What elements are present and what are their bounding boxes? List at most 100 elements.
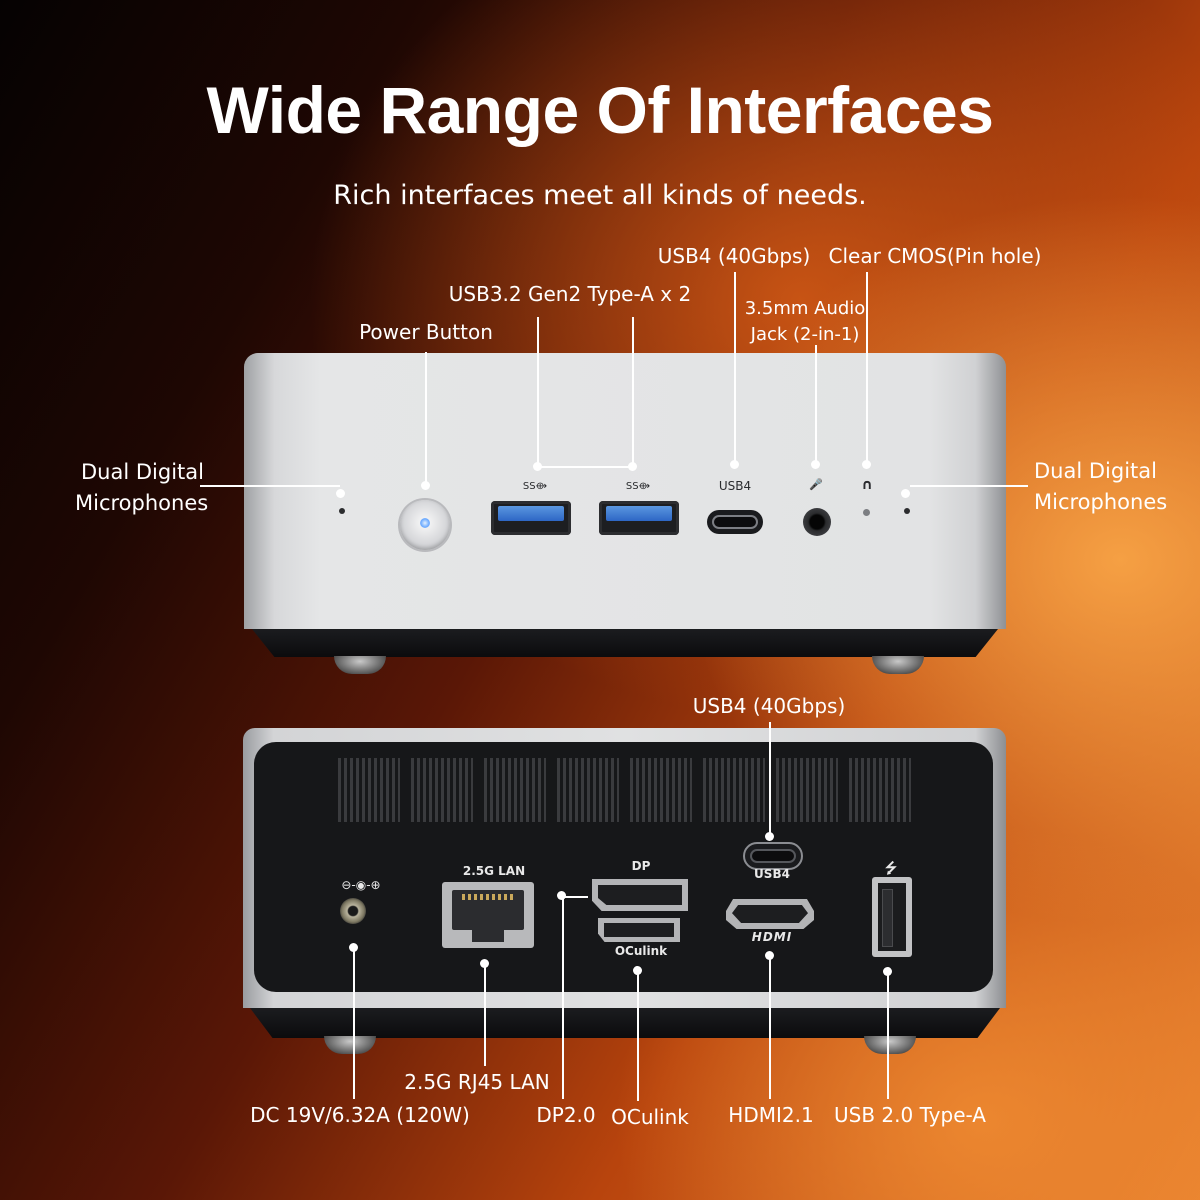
usb32-tongue-2	[606, 506, 672, 521]
dp-port[interactable]	[592, 879, 688, 911]
audio-label-line2: Jack (2-in-1)	[750, 324, 860, 345]
clear-cmos-line	[866, 272, 868, 464]
usb4-back-dot	[765, 832, 774, 841]
lan-dot	[480, 959, 489, 968]
usb4-front-port[interactable]	[707, 510, 763, 534]
dp-label: DP2.0	[536, 1103, 596, 1127]
oculink-line	[637, 971, 639, 1101]
audio-dot	[811, 460, 820, 469]
lan-label: 2.5G RJ45 LAN	[404, 1070, 550, 1094]
mic-left-line	[200, 485, 340, 487]
mic-right-hole	[904, 508, 910, 514]
dc-label: DC 19V/6.32A (120W)	[250, 1103, 470, 1127]
power-button[interactable]	[400, 500, 450, 550]
lan-port-contacts	[462, 894, 514, 900]
vent-5	[630, 758, 692, 822]
lan-port[interactable]	[442, 882, 534, 948]
hdmi-line	[769, 956, 771, 1099]
mic-icon: 🎤	[809, 478, 823, 491]
usb32-label: USB3.2 Gen2 Type-A x 2	[448, 282, 692, 306]
ss-logo-right: SS⟴	[625, 481, 651, 492]
back-foot-right	[864, 1036, 916, 1054]
usb20-label: USB 2.0 Type-A	[834, 1103, 986, 1127]
audio-label-line1: 3.5mm Audio	[744, 298, 866, 319]
power-dot	[421, 481, 430, 490]
usb32-tongue-1	[498, 506, 564, 521]
hdmi-port-inner	[732, 905, 808, 923]
audio-jack[interactable]	[803, 508, 831, 536]
clear-cmos-hole[interactable]	[863, 509, 870, 516]
usb4-back-port-inner	[750, 849, 796, 863]
usb32-port-1[interactable]	[491, 501, 571, 535]
usb32-dot-right	[628, 462, 637, 471]
usb32-line-left	[537, 317, 539, 467]
hdmi-dot	[765, 951, 774, 960]
vent-6	[703, 758, 765, 822]
oculink-label: OCulink	[611, 1105, 689, 1129]
oculink-port-inner	[604, 923, 674, 937]
dc-jack[interactable]	[340, 898, 366, 924]
vent-8	[849, 758, 911, 822]
oculink-port[interactable]	[598, 918, 680, 942]
usb4-back-label: USB4 (40Gbps)	[692, 694, 846, 718]
page-subtitle: Rich interfaces meet all kinds of needs.	[333, 180, 867, 211]
vent-1	[338, 758, 400, 822]
usb32-dot-left	[533, 462, 542, 471]
usb4-back-line	[769, 722, 771, 836]
dc-polarity-icon: ⊖-◉-⊕	[341, 878, 381, 892]
clear-cmos-dot	[862, 460, 871, 469]
usb4-back-engraving: USB4	[754, 867, 790, 881]
usb20-port[interactable]	[872, 877, 912, 957]
usb32-connector-line	[537, 466, 633, 468]
back-foot-left	[324, 1036, 376, 1054]
usb4-back-port[interactable]	[743, 842, 803, 870]
usb20-port-opening	[878, 883, 906, 951]
dp-engraving: DP	[631, 859, 651, 873]
audio-label: 3.5mm Audio Jack (2-in-1)	[745, 296, 866, 348]
mic-left-label-line1: Dual Digital	[81, 460, 204, 484]
vent-7	[776, 758, 838, 822]
mic-right-label-line1: Dual Digital	[1034, 459, 1157, 483]
front-base	[252, 629, 998, 657]
mic-left-hole	[339, 508, 345, 514]
hdmi-engraving: HDMI	[751, 930, 793, 944]
mic-right-dot	[901, 489, 910, 498]
usb20-port-tongue	[882, 889, 893, 947]
clear-cmos-label: Clear CMOS(Pin hole)	[828, 244, 1042, 268]
mic-left-dot	[336, 489, 345, 498]
usb20-line	[887, 972, 889, 1099]
usb20-dot	[883, 967, 892, 976]
vent-4	[557, 758, 619, 822]
usb-logo-icon: ⭍	[885, 861, 897, 877]
vent-3	[484, 758, 546, 822]
usb4-front-port-inner	[712, 515, 758, 529]
power-led-icon	[420, 518, 430, 528]
usb4-front-engraving: USB4	[718, 479, 752, 493]
hdmi-port[interactable]	[726, 899, 814, 929]
mic-right-label: Dual Digital Microphones	[1034, 456, 1167, 518]
usb4-front-label: USB4 (40Gbps)	[657, 244, 811, 268]
oculink-dot	[633, 966, 642, 975]
headphone-icon: ∩	[861, 477, 873, 493]
lan-engraving: 2.5G LAN	[462, 864, 526, 878]
front-foot-right	[872, 656, 924, 674]
ss-logo-left: SS⟴	[522, 481, 548, 492]
mic-left-label-line2: Microphones	[75, 491, 209, 515]
usb4-front-dot	[730, 460, 739, 469]
oculink-engraving: OCulink	[614, 944, 668, 958]
usb32-port-2[interactable]	[599, 501, 679, 535]
front-panel	[244, 353, 1006, 629]
hdmi-label: HDMI2.1	[728, 1103, 814, 1127]
lan-port-clip	[472, 930, 504, 942]
front-foot-left	[334, 656, 386, 674]
lan-line	[484, 964, 486, 1066]
dp-line-horizontal	[562, 896, 588, 898]
dp-dot	[557, 891, 566, 900]
dp-port-inner	[598, 885, 682, 905]
dc-line	[353, 948, 355, 1099]
dc-dot	[349, 943, 358, 952]
audio-line	[815, 345, 817, 464]
usb32-line-right	[632, 317, 634, 467]
mic-right-line	[910, 485, 1028, 487]
dp-line	[562, 896, 564, 1099]
